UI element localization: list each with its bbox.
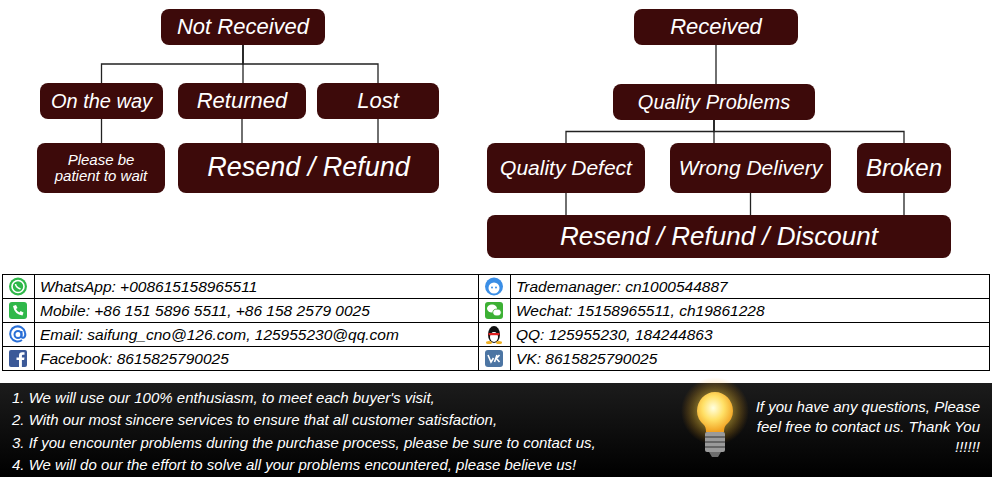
qq-icon — [486, 326, 502, 344]
table-cell: QQ: 125955230, 184244863 — [516, 325, 713, 345]
table-cell: Mobile: +86 151 5896 5511, +86 158 2579 … — [40, 301, 370, 321]
box-label: Resend / Refund — [207, 153, 410, 183]
note-text: 4. We will do our the effort to solve al… — [12, 454, 576, 476]
table-cell: Wechat: 15158965511, ch19861228 — [516, 301, 765, 321]
note-text: 1. We will use our 100% enthusiasm, to m… — [12, 387, 435, 409]
process-box: Resend / Refund / Discount — [487, 215, 951, 258]
trademanager-icon — [485, 278, 503, 296]
table-rule — [3, 346, 990, 347]
process-box: Not Received — [161, 9, 325, 45]
box-label: Quality Defect — [500, 156, 632, 179]
box-label: Resend / Refund / Discount — [560, 222, 878, 251]
process-box: On the way — [40, 83, 163, 119]
table-border — [3, 275, 990, 371]
table-cell: Email: saifung_cno@126.com, 125955230@qq… — [40, 325, 399, 345]
process-box: Quality Defect — [487, 143, 645, 193]
table-cell: Trademanager: cn1000544887 — [516, 277, 728, 297]
table-rule — [3, 298, 990, 299]
footer-band: 1. We will use our 100% enthusiasm, to m… — [0, 383, 992, 477]
phone-icon — [9, 302, 27, 319]
tree-connector — [903, 193, 904, 215]
tree-connector — [714, 120, 904, 143]
process-box: Broken — [857, 143, 951, 193]
box-label: Lost — [357, 89, 399, 113]
table-cell: WhatsApp: +008615158965511 — [40, 277, 257, 297]
table-rule — [34, 275, 35, 371]
process-box: Received — [634, 9, 798, 45]
note-text: 3. If you encounter problems during the … — [12, 432, 596, 454]
tree-connector — [101, 119, 102, 143]
tree-connector — [750, 193, 751, 215]
box-label: Wrong Delivery — [679, 156, 823, 179]
note-text: 2. With our most sincere services to ens… — [12, 409, 497, 431]
process-box: Returned — [178, 83, 306, 119]
box-label: On the way — [51, 90, 152, 112]
process-box: Wrong Delivery — [670, 143, 831, 193]
whatsapp-icon — [9, 278, 27, 296]
box-label: Broken — [866, 155, 942, 181]
process-box: Quality Problems — [613, 84, 815, 120]
vk-icon — [485, 350, 503, 367]
table-cell: VK: 8615825790025 — [516, 349, 657, 369]
table-cell: Facebook: 8615825790025 — [40, 349, 229, 369]
process-box: Lost — [317, 83, 439, 119]
note-text: If you have any questions, Please feel f… — [752, 397, 980, 457]
tree-connector — [566, 120, 714, 143]
footer-band — [0, 383, 992, 477]
box-label: Returned — [197, 89, 288, 113]
lightbulb — [681, 377, 749, 457]
email-icon — [10, 326, 25, 341]
tree-connector — [241, 119, 242, 143]
tree-connector — [377, 119, 378, 143]
box-label: Please be patient to wait — [45, 152, 157, 185]
table-rule — [478, 275, 479, 371]
tree-connector — [102, 45, 244, 83]
table-rule — [3, 322, 990, 323]
table-rule — [510, 275, 511, 371]
process-box: Please be patient to wait — [37, 143, 165, 193]
tree-connector — [715, 45, 716, 84]
tree-connector — [565, 193, 566, 215]
contact-table — [3, 275, 990, 371]
box-label: Received — [670, 15, 762, 39]
process-box: Resend / Refund — [178, 143, 439, 193]
wechat-icon — [485, 302, 503, 319]
box-label: Not Received — [177, 15, 309, 39]
tree-connector — [243, 45, 378, 83]
box-label: Quality Problems — [638, 91, 790, 113]
facebook-icon — [9, 350, 27, 367]
